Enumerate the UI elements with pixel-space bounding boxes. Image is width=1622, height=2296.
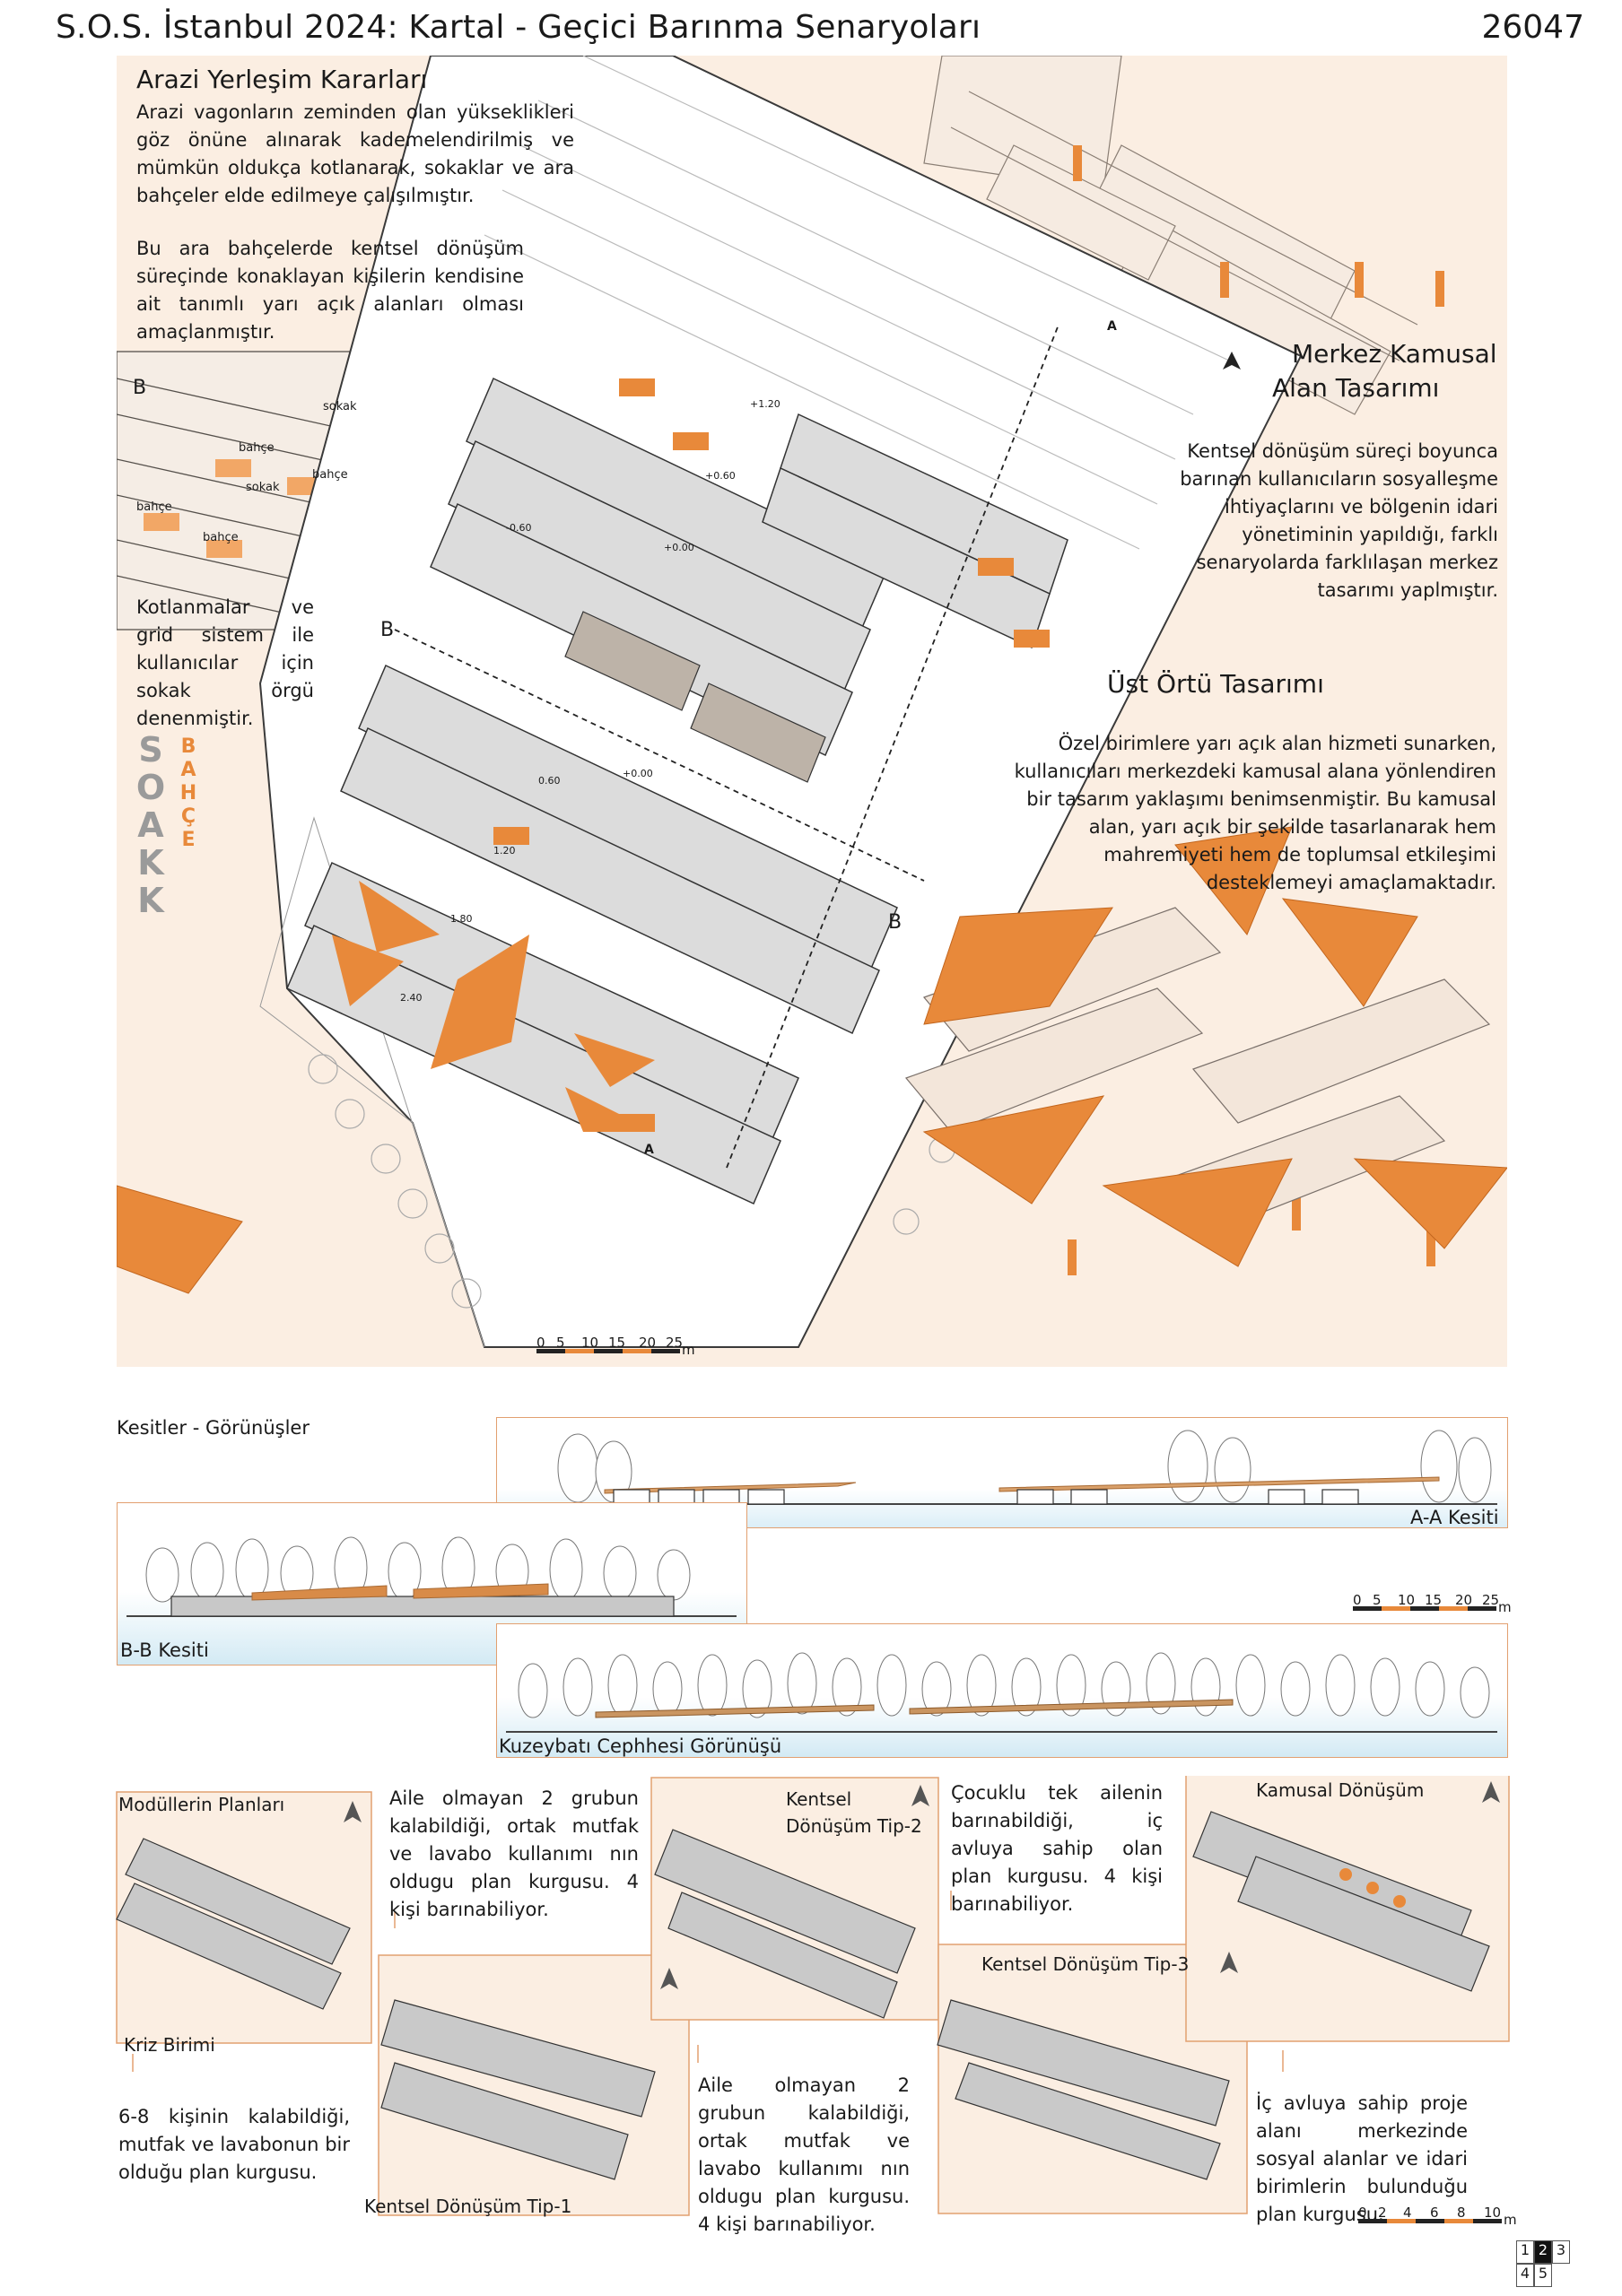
- module-plans-drawing: [116, 1776, 1510, 2216]
- tip1-label: Kentsel Dönüşüm Tip-1: [364, 2196, 572, 2217]
- bb-section-label: B-B Kesiti: [120, 1639, 209, 1661]
- merkez-heading-1: Merkez Kamusal: [1292, 339, 1497, 369]
- ust-heading: Üst Örtü Tasarımı: [1107, 669, 1324, 699]
- kamusal-label: Kamusal Dönüşüm: [1256, 1779, 1425, 1801]
- iso-modules-top: [923, 56, 1418, 415]
- kuzey-elevation-drawing: [506, 1652, 1497, 1733]
- arazi-paragraph-1: Arazi vagonların zeminden olan yükseklik…: [136, 101, 574, 206]
- inset-label-bahce-4: bahçe: [203, 531, 239, 544]
- aa-section-drawing: [506, 1430, 1497, 1505]
- level-8: 1.80: [450, 913, 473, 925]
- site-plan: [258, 56, 1303, 1348]
- entry-code: 26047: [1481, 9, 1584, 46]
- tip3-text: Çocuklu tek ailenin barınabildiği, iç av…: [951, 1782, 1163, 1915]
- level-4: -0.60: [506, 522, 532, 534]
- level-7: 1.20: [493, 845, 516, 857]
- ust-paragraph: Özel birimlere yarı açık alan hizmeti su…: [1014, 733, 1496, 893]
- merkez-paragraph: Kentsel dönüşüm süreçi boyunca barınan k…: [1180, 440, 1498, 601]
- site-drawing: [117, 56, 1507, 1348]
- kot-paragraph: Kotlanmalar ve grid sistem ile kullanıcı…: [136, 596, 314, 729]
- level-3: +0.00: [664, 542, 694, 553]
- kriz-text: 6-8 kişinin kalabildiği, mutfak ve lavab…: [118, 2106, 350, 2183]
- tip1-text: Aile olmayan 2 grubun kalabildiği, ortak…: [389, 1787, 639, 1920]
- inset-label-bahce-2: bahçe: [312, 468, 348, 482]
- level-1: +1.20: [750, 398, 780, 410]
- section-mark-a-top: A: [1107, 319, 1117, 334]
- inset-section-mark: B: [133, 377, 147, 399]
- level-9: 2.40: [400, 992, 423, 1004]
- site-board: [117, 56, 1507, 1367]
- sections-heading: Kesitler - Görünüşler: [117, 1417, 310, 1439]
- board-title: S.O.S. İstanbul 2024: Kartal - Geçici Ba…: [56, 9, 981, 46]
- inset-label-bahce-3: bahçe: [136, 500, 172, 514]
- inset-label-sokak-2: sokak: [246, 481, 280, 494]
- level-5: 0.60: [538, 775, 561, 787]
- section-mark-b-right: B: [888, 911, 903, 934]
- kuzey-elevation-label: Kuzeybatı Cephhesi Görünüşü: [499, 1735, 782, 1757]
- kuzey-elevation-frame: [496, 1623, 1508, 1758]
- merkez-heading-2: Alan Tasarımı: [1272, 373, 1440, 403]
- tip2-text: Aile olmayan 2 grubun kalabildiği, ortak…: [698, 2074, 910, 2235]
- bb-section-drawing: [126, 1536, 737, 1617]
- kriz-label: Kriz Birimi: [124, 2034, 215, 2056]
- level-2: +0.60: [705, 470, 736, 482]
- module-accents: [1339, 1868, 1406, 1908]
- tip2-label-2: Dönüşüm Tip-2: [786, 1815, 922, 1837]
- inset-label-bahce-1: bahçe: [239, 441, 275, 455]
- roof-perspective: [117, 826, 1507, 1294]
- level-6: +0.00: [623, 768, 653, 779]
- north-arrow: [1223, 352, 1241, 370]
- kamusal-text: İç avluya sahip proje alanı merkezinde s…: [1256, 2092, 1468, 2225]
- section-mark-a-bottom: A: [644, 1143, 654, 1157]
- people-figures: [1068, 145, 1444, 1275]
- arazi-paragraph-2: Bu ara bahçelerde kentsel dönüşüm süreçi…: [136, 238, 524, 343]
- inset-label-sokak-1: sokak: [323, 400, 357, 413]
- section-mark-b-left: B: [380, 619, 395, 641]
- aa-section-label: A-A Kesiti: [1410, 1507, 1499, 1528]
- tip2-label-1: Kentsel: [786, 1788, 852, 1810]
- tip3-label: Kentsel Dönüşüm Tip-3: [981, 1953, 1190, 1975]
- module-plans-title: Modüllerin Planları: [118, 1794, 285, 1815]
- arazi-heading: Arazi Yerleşim Kararları: [136, 65, 428, 94]
- sheet-grid-index: 1 2 3 4 5: [1516, 2240, 1570, 2289]
